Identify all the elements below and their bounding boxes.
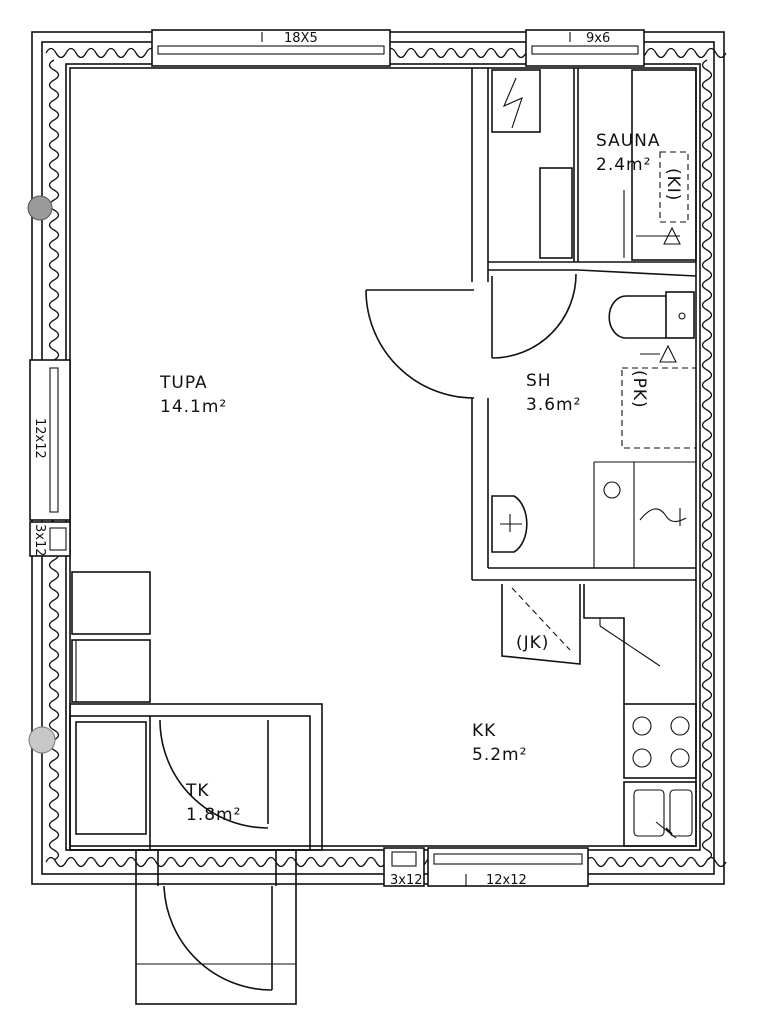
- window-left-small: 3x12: [29, 521, 71, 557]
- window-label-top-left: 18X5: [284, 31, 318, 46]
- room-name-kk: KK: [472, 721, 496, 741]
- door-sauna: [491, 273, 577, 359]
- door-tk: [159, 719, 269, 829]
- window-top-right: 9x6: [525, 29, 645, 67]
- room-area-sh: 3.6m²: [526, 395, 581, 415]
- room-name-sh: SH: [526, 371, 552, 391]
- window-label-left-large: 12x12: [32, 418, 47, 459]
- door-entry: [163, 885, 273, 991]
- wall-anchor-dot: [27, 195, 53, 221]
- label-jaakaappi: (JK): [516, 633, 549, 653]
- room-area-tk: 1.8m²: [186, 805, 241, 825]
- room-name-tupa: TUPA: [159, 373, 208, 393]
- window-label-top-right: 9x6: [586, 31, 610, 46]
- door-sh: [365, 289, 475, 399]
- window-label-bottom-large: 12x12: [486, 873, 527, 888]
- room-name-tk: TK: [185, 781, 210, 801]
- window-left-large: 12x12: [29, 359, 71, 521]
- label-kiuas: (KI): [663, 168, 683, 201]
- room-area-tupa: 14.1m²: [160, 397, 227, 417]
- label-pesukone: (PK): [629, 370, 649, 409]
- kitchen-fixtures: (JK): [501, 584, 697, 847]
- left-cabinets: [71, 571, 151, 835]
- window-bottom-large: 12x12: [427, 847, 589, 888]
- window-label-bottom-small: 3x12: [390, 873, 423, 888]
- room-area-sauna: 2.4m²: [596, 155, 651, 175]
- room-area-kk: 5.2m²: [472, 745, 527, 765]
- sauna-fixtures: (KI): [491, 69, 697, 261]
- room-name-sauna: SAUNA: [596, 131, 661, 151]
- window-bottom-small: 3x12: [383, 847, 425, 888]
- interior-walls: [69, 68, 697, 1005]
- wall-anchor-dot: [28, 726, 56, 754]
- window-label-left-small: 3x12: [32, 524, 47, 557]
- window-top-left: 18X5: [151, 29, 391, 67]
- sh-fixtures: (PK): [491, 291, 697, 568]
